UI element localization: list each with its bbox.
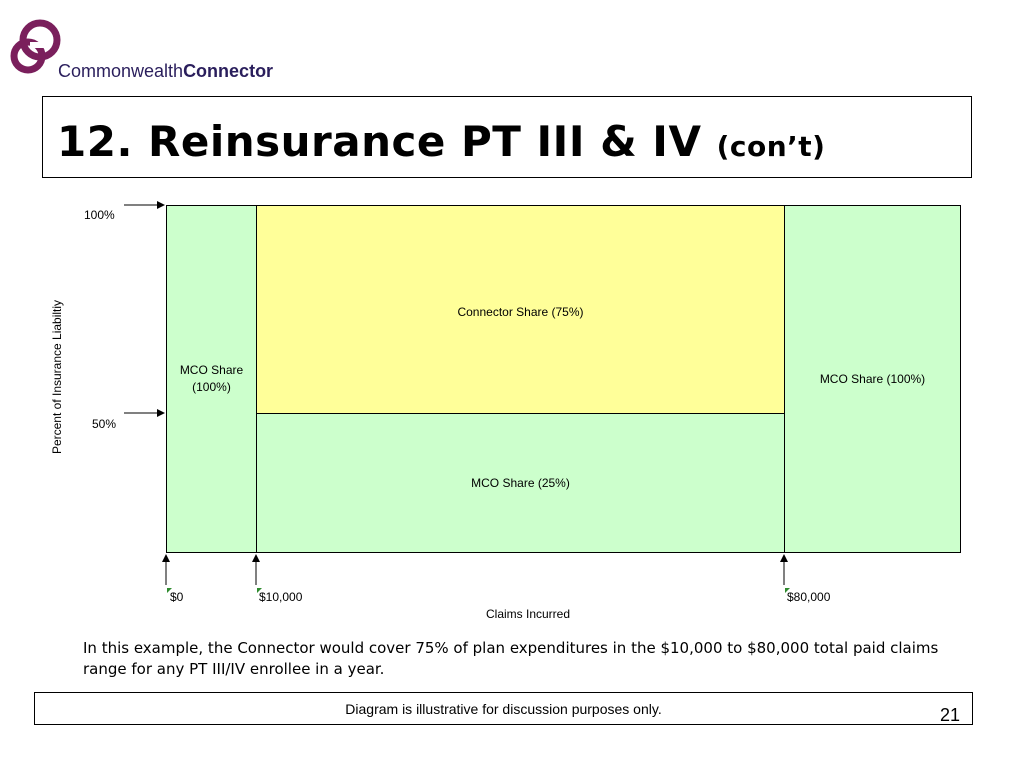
- region-connector-share: Connector Share (75%): [256, 205, 785, 414]
- region-right-label: MCO Share (100%): [819, 371, 926, 386]
- region-left-mco: MCO Share (100%): [166, 205, 257, 553]
- footer-box: Diagram is illustrative for discussion p…: [34, 692, 973, 725]
- page-number: 21: [939, 705, 960, 725]
- logo-word-connector: Connector: [183, 61, 274, 81]
- region-left-line2: (100%): [192, 380, 231, 394]
- page-title-sub: (con’t): [716, 130, 826, 163]
- region-mco-lower-label: MCO Share (25%): [471, 475, 570, 490]
- commonwealth-connector-logo-icon: [10, 19, 61, 74]
- title-box: 12. Reinsurance PT III & IV (con’t): [42, 96, 972, 178]
- y-axis-title: Percent of Insurance Liabiltiy: [50, 299, 64, 455]
- y-label-100: 100%: [84, 208, 115, 222]
- logo-text: CommonwealthConnector: [58, 61, 273, 82]
- region-mco-lower: MCO Share (25%): [256, 413, 785, 553]
- x-label-0: $0: [170, 590, 184, 604]
- explanation-text: In this example, the Connector would cov…: [83, 639, 939, 678]
- logo-word-commonwealth: Commonwealth: [58, 61, 184, 81]
- page-title-main: 12. Reinsurance PT III & IV: [57, 117, 702, 166]
- x-label-10000: $10,000: [259, 590, 303, 604]
- region-right-mco: MCO Share (100%): [784, 205, 961, 553]
- region-connector-label: Connector Share (75%): [457, 305, 584, 319]
- brand-logo: CommonwealthConnector: [6, 14, 306, 84]
- page-title: 12. Reinsurance PT III & IV (con’t): [57, 117, 825, 166]
- region-left-line1: MCO Share: [179, 363, 244, 378]
- x-axis-title: Claims Incurred: [485, 607, 571, 621]
- x-label-80000: $80,000: [787, 590, 831, 604]
- y-label-50: 50%: [92, 417, 117, 431]
- footer-note: Diagram is illustrative for discussion p…: [345, 701, 662, 717]
